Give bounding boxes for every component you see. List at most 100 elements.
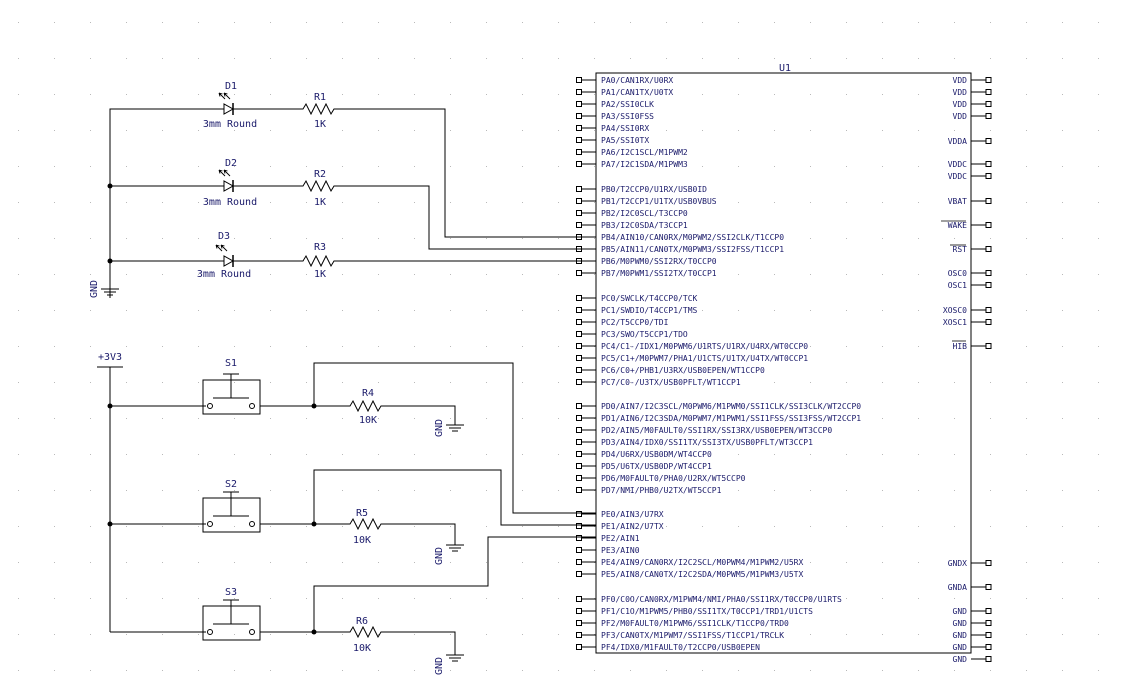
resistor-r6[interactable]: R6 10K xyxy=(345,616,390,654)
ic-pin-left[interactable]: PC3/SWO/T5CCP1/TDO xyxy=(576,330,688,339)
pin-label: PA5/SSI0TX xyxy=(601,136,649,145)
resistor-r5[interactable]: R5 10K xyxy=(345,508,390,546)
ic-pin-right[interactable]: VDDC xyxy=(948,172,992,181)
ic-pin-right[interactable]: GND xyxy=(953,643,992,652)
ic-pin-left[interactable]: PB3/I2C0SDA/T3CCP1 xyxy=(576,221,688,230)
resistor-r4[interactable]: R4 10K xyxy=(345,388,390,426)
ic-pin-left[interactable]: PA7/I2C1SDA/M1PWM3 xyxy=(576,160,688,169)
ic-pin-left[interactable]: PD6/M0FAULT0/PHA0/U2RX/WT5CCP0 xyxy=(576,474,746,483)
pin-terminal xyxy=(576,547,582,553)
ic-pin-left[interactable]: PA4/SSI0RX xyxy=(576,124,650,133)
pin-label: PE3/AIN0 xyxy=(601,546,640,555)
pin-label: PB4/AIN10/CAN0RX/M0PWM2/SSI2CLK/T1CCP0 xyxy=(601,233,784,242)
ic-pin-left[interactable]: PD5/U6TX/USB0DP/WT4CCP1 xyxy=(576,462,712,471)
led-d3[interactable]: D3 3mm Round xyxy=(197,231,251,280)
ic-pin-left[interactable]: PF3/CAN0TX/M1PWM7/SSI1FSS/T1CCP1/TRCLK xyxy=(576,631,785,640)
pin-terminal xyxy=(576,620,582,626)
led-d1[interactable]: D1 3mm Round xyxy=(203,81,257,130)
pin-label: VBAT xyxy=(948,197,967,206)
led-d2[interactable]: D2 3mm Round xyxy=(203,158,257,208)
ic-pin-left[interactable]: PB7/M0PWM1/SSI2TX/T0CCP1 xyxy=(576,269,717,278)
ic-pin-right[interactable]: RST xyxy=(953,245,992,254)
ic-pin-left[interactable]: PC1/SWDIO/T4CCP1/TMS xyxy=(576,306,698,315)
pin-label: HIB xyxy=(953,342,968,351)
ic-pin-left[interactable]: PF0/C0O/CAN0RX/M1PWM4/NMI/PHA0/SSI1RX/T0… xyxy=(576,595,843,604)
ic-pin-right[interactable]: GNDA xyxy=(948,583,992,592)
ic-u1[interactable]: U1 PA0/CAN1RX/U0RXPA1/CAN1TX/U0TXPA2/SSI… xyxy=(576,63,992,664)
ic-pin-left[interactable]: PD1/AIN6/I2C3SDA/M0PWM7/M1PWM1/SSI1FSS/S… xyxy=(576,414,862,423)
ic-pin-left[interactable]: PD7/NMI/PHB0/U2TX/WT5CCP1 xyxy=(576,486,722,495)
pin-label: PC3/SWO/T5CCP1/TDO xyxy=(601,330,688,339)
ic-pin-right[interactable]: XOSC0 xyxy=(943,306,992,315)
ic-pin-left[interactable]: PF1/C1O/M1PWM5/PHB0/SSI1TX/T0CCP1/TRD1/U… xyxy=(576,607,814,616)
pin-label: PE2/AIN1 xyxy=(601,534,640,543)
ic-pin-left[interactable]: PD2/AIN5/M0FAULT0/SSI1RX/SSI3RX/USB0EPEN… xyxy=(576,426,833,435)
ic-pin-right[interactable]: OSC1 xyxy=(948,281,992,290)
ic-pin-right[interactable]: VDD xyxy=(953,100,992,109)
ic-pin-left[interactable]: PB0/T2CCP0/U1RX/USB0ID xyxy=(576,185,708,194)
switch-s2[interactable]: S2 xyxy=(202,479,314,533)
ground-symbol: GND xyxy=(89,280,119,298)
ic-pin-left[interactable]: PC0/SWCLK/T4CCP0/TCK xyxy=(576,294,698,303)
ic-pin-left[interactable]: PB2/I2C0SCL/T3CCP0 xyxy=(576,209,688,218)
led-ref: D1 xyxy=(225,81,237,92)
ic-pin-left[interactable]: PD4/U6RX/USB0DM/WT4CCP0 xyxy=(576,450,712,459)
ic-pin-left[interactable]: PD0/AIN7/I2C3SCL/M0PWM6/M1PWM0/SSI1CLK/S… xyxy=(576,402,862,411)
ic-pin-right[interactable]: GND xyxy=(953,607,992,616)
ic-pin-left[interactable]: PE1/AIN2/U7TX xyxy=(576,522,664,531)
ic-pin-left[interactable]: PF2/M0FAULT0/M1PWM6/SSI1CLK/T1CCP0/TRD0 xyxy=(576,619,790,628)
pin-terminal xyxy=(576,343,582,349)
ic-pin-right[interactable]: GND xyxy=(953,619,992,628)
ic-pin-left[interactable]: PC4/C1-/IDX1/M0PWM6/U1RTS/U1RX/U4RX/WT0C… xyxy=(576,342,809,351)
resistor-zigzag xyxy=(345,517,390,531)
ic-pin-right[interactable]: OSC0 xyxy=(948,269,992,278)
ic-pin-right[interactable]: VDDA xyxy=(948,137,992,146)
ic-pin-left[interactable]: PA1/CAN1TX/U0TX xyxy=(576,88,674,97)
resistor-r1[interactable]: R1 1K xyxy=(299,92,341,130)
ic-pin-left[interactable]: PB5/AIN11/CAN0TX/M0PWM3/SSI2FSS/T1CCP1 xyxy=(576,245,785,254)
ic-right-pins: VDD VDD VDD VDD VDDA VDDC VDDC VBAT WAKE RST OSC0O… xyxy=(943,76,992,664)
resistor-r3[interactable]: R3 1K xyxy=(299,242,341,280)
ic-pin-left[interactable]: PA2/SSI0CLK xyxy=(576,100,655,109)
ic-pin-left[interactable]: PA5/SSI0TX xyxy=(576,136,650,145)
ic-pin-right[interactable]: GND xyxy=(953,631,992,640)
ic-pin-right[interactable]: GNDX xyxy=(948,559,992,568)
ic-pin-left[interactable]: PB1/T2CCP1/U1TX/USB0VBUS xyxy=(576,197,717,206)
led-value: 3mm Round xyxy=(203,197,257,208)
ic-pin-left[interactable]: PE0/AIN3/U7RX xyxy=(576,510,664,519)
pin-terminal xyxy=(576,77,582,83)
ic-pin-right[interactable]: VDDC xyxy=(948,160,992,169)
ic-pin-left[interactable]: PB4/AIN10/CAN0RX/M0PWM2/SSI2CLK/T1CCP0 xyxy=(576,233,785,242)
ic-pin-left[interactable]: PD3/AIN4/IDX0/SSI1TX/SSI3TX/USB0PFLT/WT3… xyxy=(576,438,814,447)
ic-pin-left[interactable]: PC2/T5CCP0/TDI xyxy=(576,318,669,327)
ic-pin-left[interactable]: PE5/AIN8/CAN0TX/I2C2SDA/M0PWM5/M1PWM3/U5… xyxy=(576,570,804,579)
ic-pin-right[interactable]: XOSC1 xyxy=(943,318,992,327)
switch-s3[interactable]: S3 xyxy=(202,587,314,641)
ic-pin-right[interactable]: HIB xyxy=(953,342,992,351)
ic-pin-right[interactable]: WAKE xyxy=(948,221,992,230)
ic-pin-right[interactable]: VDD xyxy=(953,76,992,85)
ic-pin-right[interactable]: VBAT xyxy=(948,197,992,206)
pin-terminal xyxy=(576,198,582,204)
ic-pin-left[interactable]: PE2/AIN1 xyxy=(576,534,640,543)
ic-pin-left[interactable]: PA0/CAN1RX/U0RX xyxy=(576,76,674,85)
pin-terminal xyxy=(576,307,582,313)
ic-pin-left[interactable]: PE4/AIN9/CAN0RX/I2C2SCL/M0PWM4/M1PWM2/U5… xyxy=(576,558,804,567)
ic-pin-left[interactable]: PC5/C1+/M0PWM7/PHA1/U1CTS/U1TX/U4TX/WT0C… xyxy=(576,354,809,363)
resistor-r2[interactable]: R2 1K xyxy=(299,169,341,208)
ic-pin-left[interactable]: PF4/IDX0/M1FAULT0/T2CCP0/USB0EPEN xyxy=(576,643,761,652)
ic-pin-right[interactable]: GND xyxy=(953,655,992,664)
ic-pin-left[interactable]: PC7/C0-/U3TX/USB0PFLT/WT1CCP1 xyxy=(576,378,741,387)
ic-pin-right[interactable]: VDD xyxy=(953,88,992,97)
ic-pin-left[interactable]: PB6/M0PWM0/SSI2RX/T0CCP0 xyxy=(576,257,717,266)
ic-pin-left[interactable]: PC6/C0+/PHB1/U3RX/USB0EPEN/WT1CCP0 xyxy=(576,366,765,375)
ic-pin-left[interactable]: PE3/AIN0 xyxy=(576,546,640,555)
resistor-value: 10K xyxy=(359,415,377,426)
light-emission-icon xyxy=(215,244,228,252)
pin-terminal xyxy=(576,463,582,469)
ic-pin-left[interactable]: PA6/I2C1SCL/M1PWM2 xyxy=(576,148,688,157)
ic-pin-left[interactable]: PA3/SSI0FSS xyxy=(576,112,655,121)
switch-s1[interactable]: S1 xyxy=(202,358,314,415)
ic-pin-right[interactable]: VDD xyxy=(953,112,992,121)
